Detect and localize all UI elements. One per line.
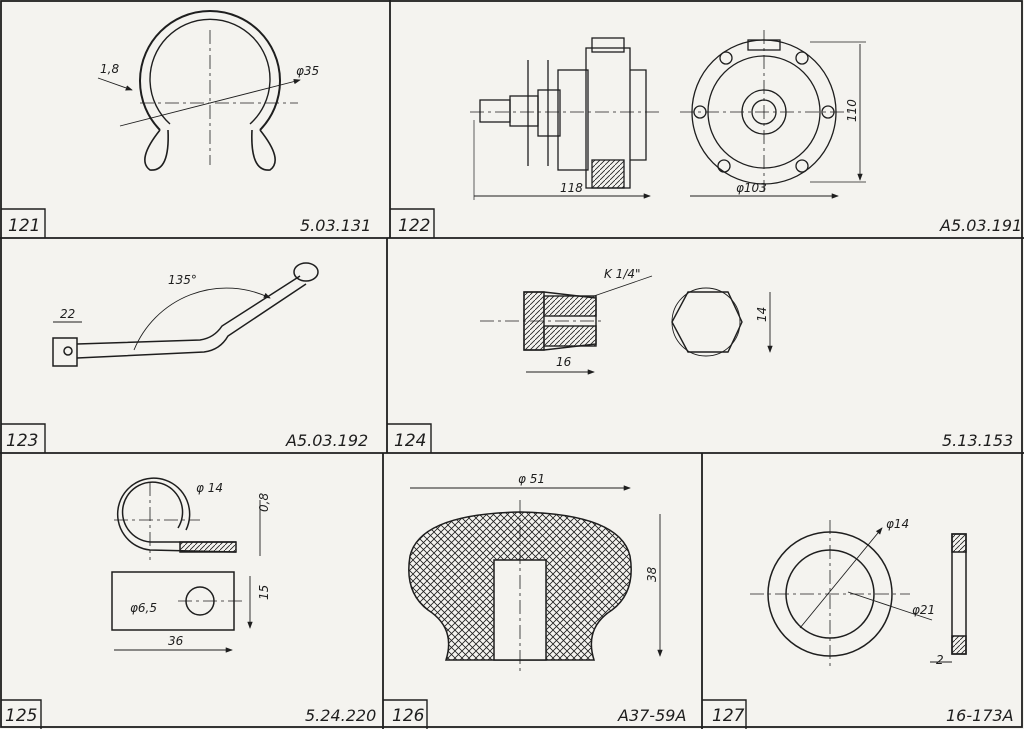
panel-125-number: 125 [5, 706, 37, 726]
panel-122-number: 122 [398, 216, 430, 236]
dim-122-diameter: φ103 [736, 181, 767, 195]
part-125-clamp [111, 477, 261, 653]
panel-125-code: 5.24.220 [305, 706, 376, 725]
panel-121-number: 121 [8, 216, 40, 236]
part-122-valve-side-view [470, 37, 660, 200]
dim-125-thickness: 0,8 [257, 493, 271, 512]
dim-125-diameter: φ 14 [196, 481, 223, 495]
dim-126-height: 38 [645, 566, 659, 582]
dim-123-angle: 135° [168, 273, 197, 287]
number-boxes [1, 208, 747, 729]
dim-121-diameter: φ35 [296, 64, 319, 78]
dim-124-thread: K 1/4" [604, 267, 641, 281]
panel-124-number: 124 [394, 431, 426, 451]
panel-123-code: A5.03.192 [285, 431, 368, 450]
panel-127-number: 127 [712, 706, 745, 726]
panel-124-code: 5.13.153 [942, 431, 1013, 450]
dim-122-height: 110 [845, 99, 859, 122]
panel-126-number: 126 [392, 706, 425, 726]
dim-125-height: 15 [257, 585, 271, 600]
dim-124-length: 16 [556, 355, 572, 369]
dim-125-length: 36 [168, 634, 184, 648]
part-121-spring-clip [97, 10, 301, 171]
part-126-knob [408, 485, 663, 672]
panel-127-code: 16-173A [946, 706, 1014, 725]
panel-126-code: A37-59A [617, 706, 686, 725]
dim-126-diameter: φ 51 [518, 472, 545, 486]
dim-127-inner-diameter: φ14 [886, 517, 909, 531]
dim-124-width: 14 [755, 307, 769, 322]
dim-127-outer-diameter: φ21 [912, 603, 935, 617]
panel-122-code: A5.03.191 [939, 216, 1022, 235]
panel-121-code: 5.03.131 [300, 216, 371, 235]
part-127-washer [750, 520, 967, 668]
panel-123-number: 123 [6, 431, 38, 451]
dim-122-length: 118 [560, 181, 583, 195]
dim-125-hole: φ6,5 [130, 601, 157, 615]
part-124-plug [480, 275, 773, 375]
part-122-valve-front-view [680, 30, 866, 199]
part-123-lever [52, 262, 319, 367]
dim-127-thickness: 2 [936, 653, 944, 667]
dim-121-thickness: 1,8 [100, 62, 119, 76]
dim-123-width: 22 [60, 307, 75, 321]
